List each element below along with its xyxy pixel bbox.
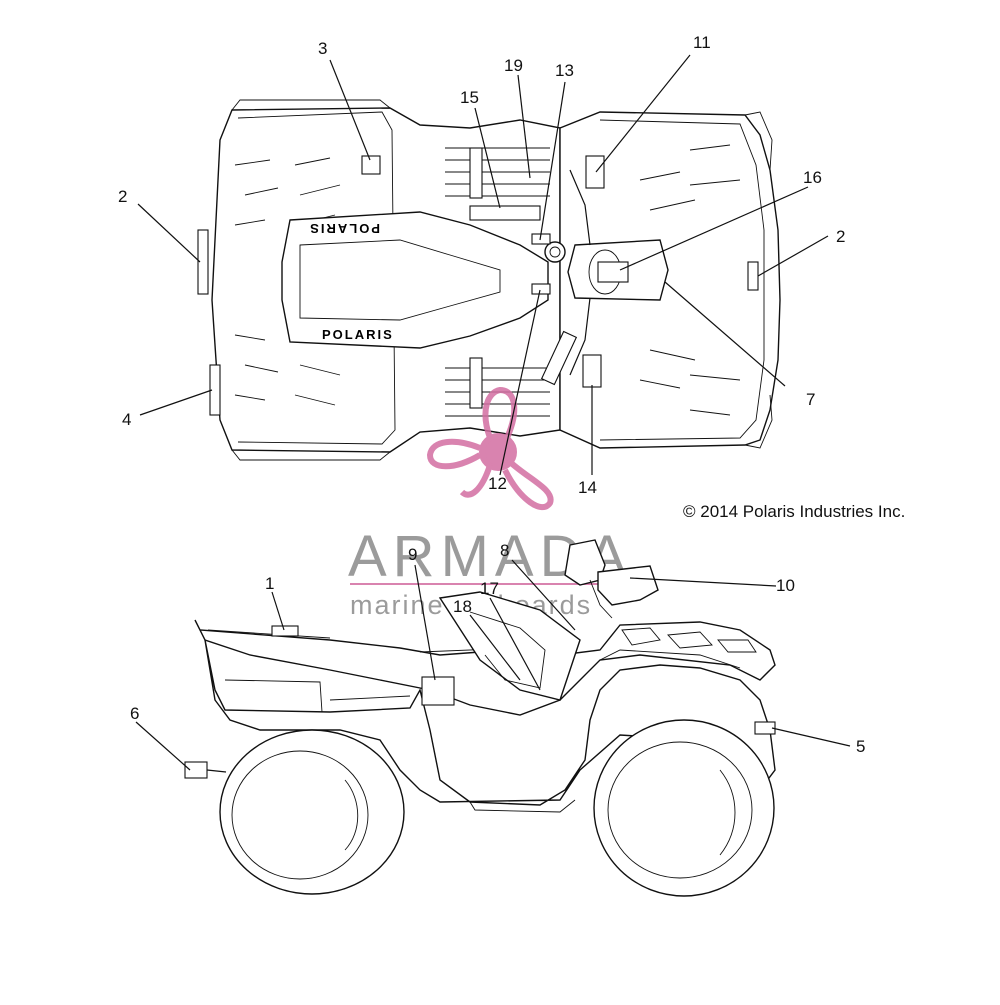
callout-12: 12 <box>488 474 507 493</box>
decal-6 <box>184 761 208 779</box>
decal-11 <box>585 155 605 189</box>
callout-6: 6 <box>130 704 139 723</box>
callout-9: 9 <box>408 545 417 564</box>
callout-2-left: 2 <box>118 187 127 206</box>
callout-8: 8 <box>500 541 509 560</box>
callout-7: 7 <box>806 390 815 409</box>
front-wheel <box>593 719 775 897</box>
copyright-text: © 2014 Polaris Industries Inc. <box>683 502 905 521</box>
decal-3 <box>361 155 381 175</box>
callout-10: 10 <box>776 576 795 595</box>
decal-2-rear <box>197 229 209 295</box>
decal-1 <box>271 625 299 637</box>
callout-5: 5 <box>856 737 865 756</box>
decal-13b <box>531 283 551 295</box>
callout-17: 17 <box>480 579 499 598</box>
decal-4 <box>209 364 221 416</box>
decal-16 <box>597 261 629 283</box>
propeller-logo <box>426 386 554 511</box>
callout-14: 14 <box>578 478 597 497</box>
callout-1: 1 <box>265 574 274 593</box>
callout-13: 13 <box>555 61 574 80</box>
brand-text-bottom: POLARIS <box>322 327 394 342</box>
callout-19: 19 <box>504 56 523 75</box>
decal-15 <box>469 205 541 221</box>
brand-text-top: POLARIS <box>308 221 380 236</box>
side-view-atv <box>184 539 776 897</box>
callout-2-right: 2 <box>836 227 845 246</box>
callout-15: 15 <box>460 88 479 107</box>
decal-2-front <box>747 261 759 291</box>
callout-4: 4 <box>122 410 131 429</box>
decal-5 <box>754 721 776 735</box>
decal-14 <box>582 354 602 388</box>
rear-wheel <box>219 729 405 895</box>
leader-lines <box>135 54 851 773</box>
callout-3: 3 <box>318 39 327 58</box>
callout-16: 16 <box>803 168 822 187</box>
callout-numbers: 3 19 13 11 15 16 2 2 7 4 12 14 9 8 17 18… <box>118 33 865 756</box>
top-view-atv: POLARIS POLARIS <box>197 99 781 461</box>
decal-9 <box>421 676 455 706</box>
callout-11: 11 <box>693 33 711 52</box>
callout-18: 18 <box>453 597 472 616</box>
